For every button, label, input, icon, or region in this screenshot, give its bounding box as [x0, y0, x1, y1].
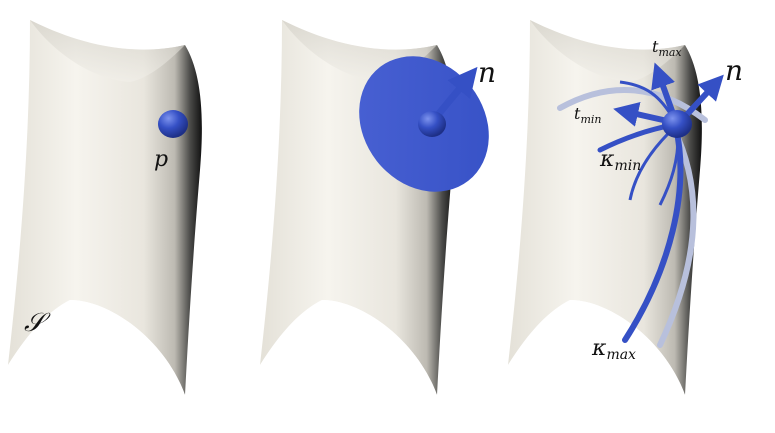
panel-point: p 𝒮 [8, 20, 202, 395]
point-label: p [154, 147, 168, 172]
kappa-max-curve [622, 125, 684, 343]
t-max-label: tmax [652, 37, 682, 59]
point-marker [158, 110, 188, 138]
panel-curvature: n tmax tmin κmin κmax [508, 20, 743, 395]
t-min-label: tmin [574, 104, 601, 126]
surface [8, 20, 202, 395]
kappa-min-label: κmin [599, 147, 641, 174]
normal-label: n [725, 54, 743, 87]
normal-label: n [478, 56, 496, 89]
point-marker [662, 110, 692, 138]
kappa-max-label: κmax [591, 336, 636, 363]
panel-tangent-plane: n [260, 20, 496, 395]
point-marker [418, 111, 446, 137]
